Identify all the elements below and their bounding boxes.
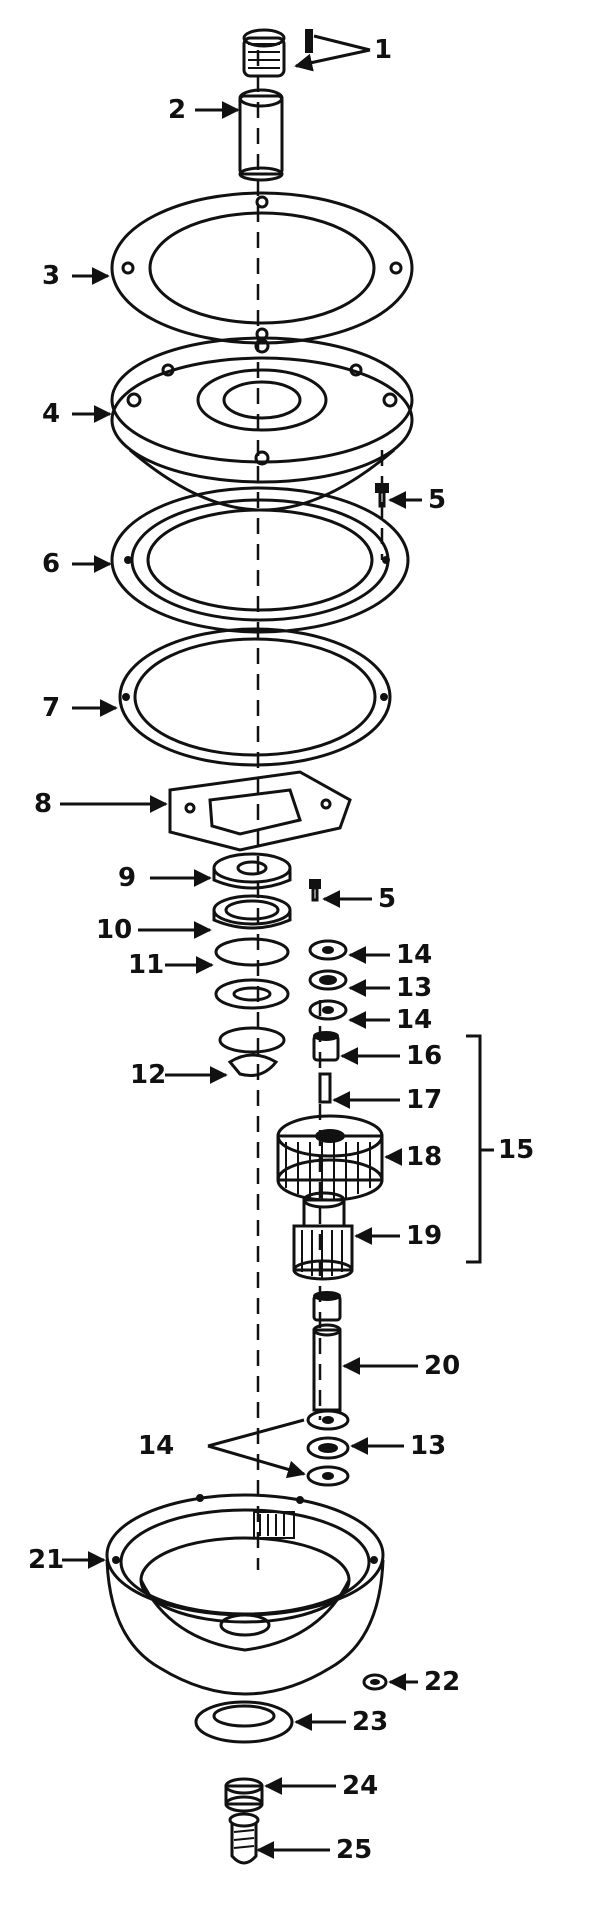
part-14-washer-lower-b	[306, 1465, 350, 1487]
part-25-bolt	[228, 1812, 260, 1865]
label-3: 3	[42, 261, 60, 291]
bracket-15	[466, 1034, 482, 1264]
label-12: 12	[130, 1060, 166, 1090]
part-12-retainer	[218, 1026, 286, 1077]
label-6: 6	[42, 549, 60, 579]
label-14-b: 14	[396, 1005, 432, 1035]
part-9-bearing	[212, 852, 292, 890]
part-13-bearing-lower	[306, 1436, 350, 1460]
part-1-gear-pin	[242, 28, 313, 78]
part-22-nut	[362, 1673, 388, 1691]
part-14-washer-middle	[308, 999, 348, 1021]
label-2: 2	[168, 95, 186, 125]
part-19-pinion	[292, 1191, 354, 1281]
label-24: 24	[342, 1771, 378, 1801]
part-2-shaft	[238, 88, 284, 182]
label-22: 22	[424, 1667, 460, 1697]
label-19: 19	[406, 1221, 442, 1251]
label-13-b: 13	[410, 1431, 446, 1461]
label-20: 20	[424, 1351, 460, 1381]
label-11: 11	[128, 950, 164, 980]
part-4-housing-cover	[110, 336, 414, 512]
part-14-washer-lower-a	[306, 1409, 350, 1431]
label-10: 10	[96, 915, 132, 945]
label-14-a: 14	[396, 940, 432, 970]
part-13-bearing-upper	[308, 969, 348, 991]
label-5-lower: 5	[378, 884, 396, 914]
part-3-gasket	[110, 191, 414, 345]
part-14-washer-upper	[308, 939, 348, 961]
part-6-seal-ring	[110, 486, 410, 634]
label-16: 16	[406, 1041, 442, 1071]
part-5-screw-upper	[375, 483, 389, 508]
part-7-gasket-ring	[118, 627, 392, 767]
part-10-ring	[212, 894, 292, 930]
part-5-screw-lower	[309, 879, 321, 902]
part-17-pin	[318, 1072, 332, 1104]
label-8: 8	[34, 789, 52, 819]
label-4: 4	[42, 399, 60, 429]
leader-14c	[207, 1418, 304, 1474]
label-5-upper: 5	[428, 485, 446, 515]
label-23: 23	[352, 1707, 388, 1737]
part-20-shaft	[312, 1291, 342, 1412]
label-17: 17	[406, 1085, 442, 1115]
part-11-spring-rings	[214, 937, 290, 1010]
part-18-gear	[276, 1114, 384, 1202]
part-23-washer	[194, 1700, 294, 1744]
label-13-a: 13	[396, 973, 432, 1003]
label-15: 15	[498, 1135, 534, 1165]
label-1: 1	[374, 35, 392, 65]
part-21-housing-bowl	[105, 1493, 385, 1696]
label-9: 9	[118, 863, 136, 893]
leader-1	[296, 34, 371, 66]
label-7: 7	[42, 693, 60, 723]
part-8-plate	[168, 770, 352, 852]
label-18: 18	[406, 1142, 442, 1172]
part-16-bushing	[312, 1031, 340, 1062]
label-25: 25	[336, 1835, 372, 1865]
label-21: 21	[28, 1545, 64, 1575]
part-24-bushing	[224, 1777, 264, 1813]
label-14-c: 14	[138, 1431, 174, 1461]
